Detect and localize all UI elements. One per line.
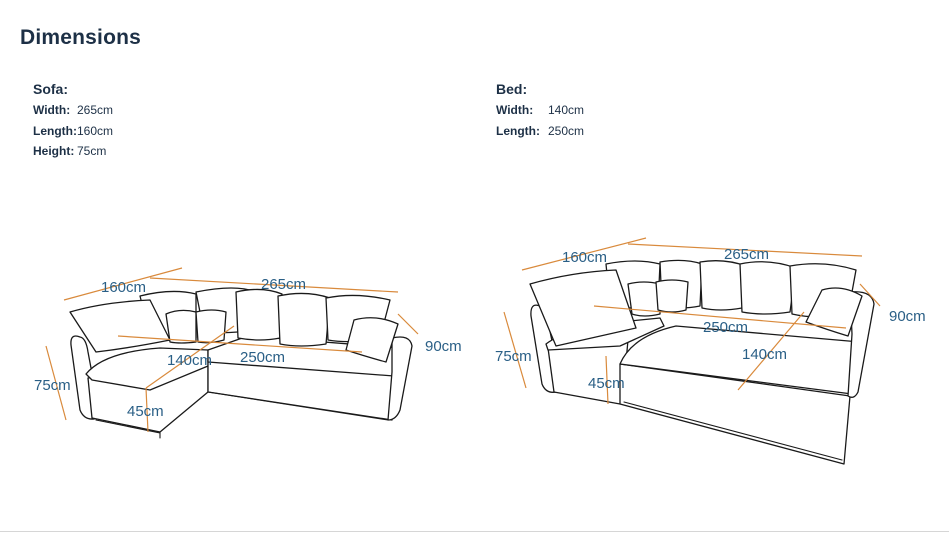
bed-length-row: Length: 250cm bbox=[496, 121, 584, 142]
page-title: Dimensions bbox=[20, 26, 142, 49]
spec-label: Width: bbox=[33, 103, 71, 117]
sofa-dim-label-length: 160cm bbox=[101, 279, 146, 296]
sofa-dim-line-seat-height bbox=[145, 387, 149, 433]
spec-value: 140cm bbox=[548, 103, 585, 117]
bed-dim-label-width: 265cm bbox=[724, 246, 769, 263]
spec-label: Length: bbox=[496, 123, 540, 138]
bed-dim-label-bed-length: 250cm bbox=[703, 319, 748, 336]
spec-value: 160cm bbox=[77, 123, 114, 138]
sofa-diagram: 160cm 265cm 90cm 75cm 45cm 140cm 250cm bbox=[34, 267, 462, 439]
sofa-heading: Sofa: bbox=[33, 81, 68, 97]
sofa-dim-line-chaise-length bbox=[117, 335, 363, 353]
bed-diagram: 160cm 265cm 90cm 75cm 45cm 140cm 250cm bbox=[495, 237, 926, 465]
bed-dim-label-bed-width: 140cm bbox=[742, 346, 787, 363]
bed-dim-line-height bbox=[503, 311, 527, 389]
spec-value: 265cm bbox=[77, 103, 114, 117]
bed-specs: Bed: Width: 140cm Length: 250cm bbox=[496, 81, 584, 141]
bottom-divider bbox=[0, 531, 949, 532]
bed-dim-line-bed-length bbox=[593, 305, 847, 329]
sofa-specs: Sofa: Width: 265cm Length:160cm Height:75… bbox=[33, 81, 113, 162]
sofa-length-row: Length:160cm bbox=[33, 121, 113, 142]
bed-dim-line-bed-width bbox=[737, 311, 805, 391]
bed-heading: Bed: bbox=[496, 81, 528, 97]
sofa-height-row: Height:75cm bbox=[33, 141, 113, 162]
sofa-dim-label-width: 265cm bbox=[261, 276, 306, 293]
spec-label: Length: bbox=[33, 123, 77, 138]
sofa-dim-line-length bbox=[63, 267, 183, 301]
sofa-dim-line-depth bbox=[397, 313, 419, 335]
spec-value: 250cm bbox=[548, 123, 585, 138]
bed-width-row: Width: 140cm bbox=[496, 100, 584, 121]
spec-value: 75cm bbox=[77, 144, 107, 158]
bed-dim-line-width bbox=[627, 243, 863, 257]
bed-dim-label-depth: 90cm bbox=[889, 308, 926, 325]
sofa-dim-line-width bbox=[149, 277, 399, 293]
bed-dim-label-length: 160cm bbox=[562, 249, 607, 266]
bed-dim-line-length bbox=[521, 237, 647, 271]
sofa-dim-label-seat-height: 45cm bbox=[127, 403, 164, 420]
sofa-dim-line-height bbox=[45, 345, 67, 421]
sofa-dim-label-depth: 90cm bbox=[425, 338, 462, 355]
sofa-dim-label-chaise-length: 250cm bbox=[240, 349, 285, 366]
bed-dim-line-depth bbox=[859, 283, 881, 307]
sofa-drawing bbox=[69, 287, 413, 439]
sofa-dim-line-chaise-width bbox=[145, 325, 235, 389]
spec-label: Height: bbox=[33, 144, 75, 158]
sofa-dim-label-chaise-width: 140cm bbox=[167, 352, 212, 369]
bed-drawing bbox=[529, 259, 875, 465]
sofa-dim-label-height: 75cm bbox=[34, 377, 71, 394]
bed-dim-label-seat-height: 45cm bbox=[588, 375, 625, 392]
spec-label: Width: bbox=[496, 103, 534, 117]
bed-dim-label-height: 75cm bbox=[495, 348, 532, 365]
sofa-width-row: Width: 265cm bbox=[33, 100, 113, 121]
bed-dim-line-seat-height bbox=[605, 355, 609, 405]
